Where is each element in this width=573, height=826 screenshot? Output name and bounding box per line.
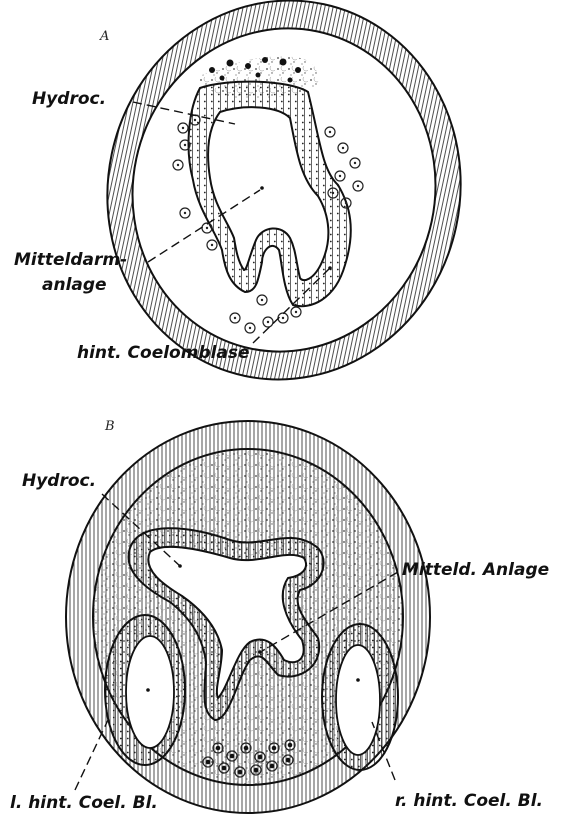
panel-b-right-coelom-vesicle	[322, 624, 398, 770]
panel-b-label-mitteld-anlage: Mitteld. Anlage	[402, 560, 549, 580]
panel-a-label-mitteldarm-1: Mitteldarm-	[14, 250, 127, 270]
panel-a-label-hydroc: Hydroc.	[32, 89, 106, 109]
panel-a-label-mitteldarm-2: anlage	[42, 275, 107, 295]
panel-b-label-hydroc: Hydroc.	[22, 471, 96, 491]
panel-b-label-left-coel: l. hint. Coel. Bl.	[10, 793, 158, 813]
panel-b: B	[10, 419, 549, 813]
panel-a-letter: A	[99, 29, 109, 44]
panel-a-label-coelomblase: hint. Coelomblase	[77, 343, 250, 363]
panel-b-letter: B	[104, 419, 115, 434]
panel-b-left-coelom-vesicle	[105, 615, 185, 765]
panel-b-label-right-coel: r. hint. Coel. Bl.	[395, 791, 543, 811]
panel-a: A	[14, 0, 496, 412]
